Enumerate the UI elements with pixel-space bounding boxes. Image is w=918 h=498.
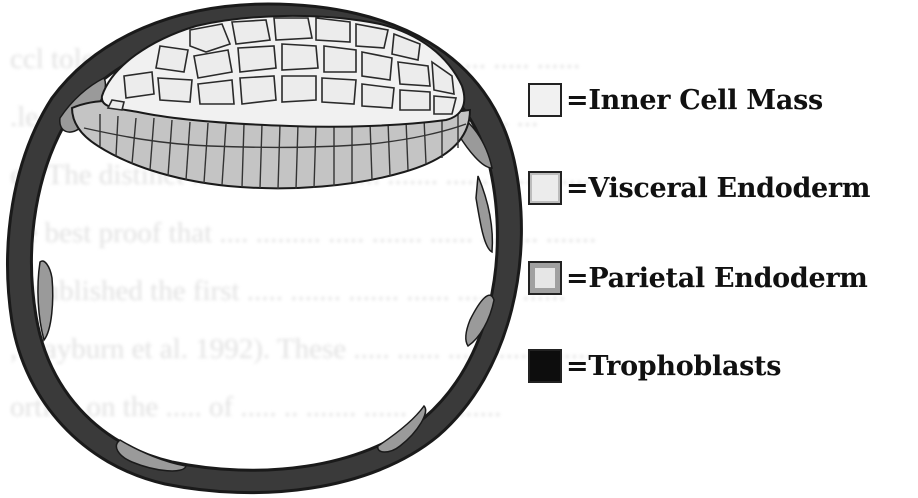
legend-item-visceral-endoderm: =Visceral Endoderm xyxy=(528,166,870,210)
inner-cell-mass-swatch xyxy=(528,83,562,117)
legend-label-parietal-endoderm: =Parietal Endoderm xyxy=(566,263,868,294)
parietal-endoderm-swatch xyxy=(528,261,562,295)
legend-item-parietal-endoderm: =Parietal Endoderm xyxy=(528,256,868,300)
legend-label-visceral-endoderm: =Visceral Endoderm xyxy=(566,173,870,204)
trophoblasts-swatch xyxy=(528,349,562,383)
legend-item-trophoblasts: =Trophoblasts xyxy=(528,344,781,388)
legend-label-inner-cell-mass: =Inner Cell Mass xyxy=(566,85,823,116)
visceral-endoderm-swatch xyxy=(528,171,562,205)
legend-item-inner-cell-mass: =Inner Cell Mass xyxy=(528,78,823,122)
legend-label-trophoblasts: =Trophoblasts xyxy=(566,351,781,382)
